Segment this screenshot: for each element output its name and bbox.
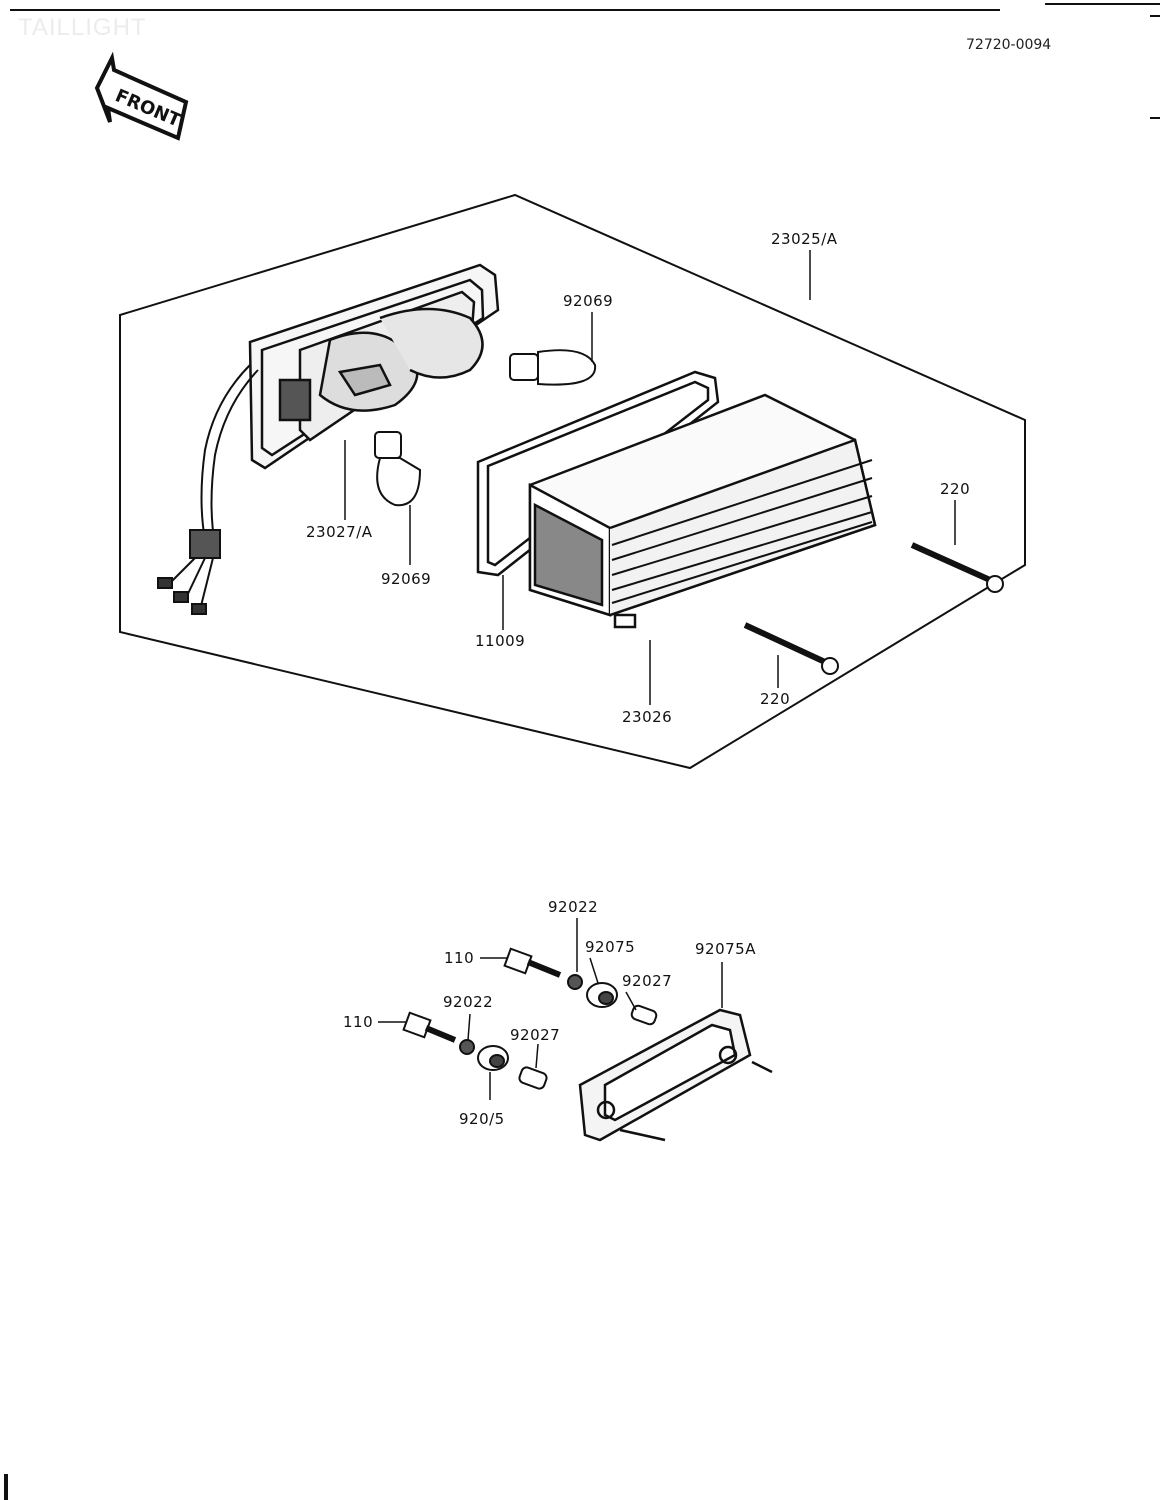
bolt-top — [503, 947, 562, 978]
label-washer-left: 92022 — [443, 993, 494, 1011]
label-assembly: 23025/A — [771, 230, 838, 248]
washer-top — [567, 974, 583, 990]
lens-housing — [528, 393, 877, 629]
washer-left — [459, 1039, 475, 1055]
front-arrow-icon: FRONT — [94, 51, 189, 141]
screw-right — [910, 542, 1004, 593]
page-title: TAILLIGHT — [18, 14, 147, 41]
bulb-upper — [509, 349, 597, 386]
diagram-code: 72720-0094 — [966, 37, 1052, 53]
bulb-lower — [374, 431, 422, 507]
label-screw-right: 220 — [940, 480, 971, 498]
collar-top — [630, 1004, 658, 1026]
label-bolt-left: 110 — [343, 1013, 374, 1031]
assembly-frame — [119, 193, 1026, 770]
license-bracket — [578, 1008, 773, 1142]
leader-lines-license — [378, 918, 723, 1100]
wire-harness — [157, 364, 259, 615]
label-lens: 23026 — [622, 708, 673, 726]
label-bulb-upper: 92069 — [563, 292, 614, 310]
label-grommet-left: 920/5 — [459, 1110, 505, 1128]
bolt-left — [402, 1011, 457, 1043]
grommet-left — [477, 1045, 509, 1071]
label-washer-top: 92022 — [548, 898, 599, 916]
label-gasket: 11009 — [475, 632, 526, 650]
label-lamp-unit: 23027/A — [306, 523, 373, 541]
grommet-top — [586, 982, 618, 1008]
label-bolt-top: 110 — [444, 949, 475, 967]
label-collar-top: 92027 — [622, 972, 673, 990]
label-screw-lower: 220 — [760, 690, 791, 708]
gasket — [476, 370, 720, 577]
screw-lower — [743, 622, 839, 675]
header-rule — [10, 3, 1160, 119]
collar-left — [518, 1066, 548, 1090]
label-bracket: 92075A — [695, 940, 756, 958]
label-bulb-lower: 92069 — [381, 570, 432, 588]
label-grommet-top: 92075 — [585, 938, 636, 956]
lamp-unit — [248, 263, 500, 470]
label-collar-left: 92027 — [510, 1026, 561, 1044]
leader-lines-assembly — [344, 250, 956, 705]
